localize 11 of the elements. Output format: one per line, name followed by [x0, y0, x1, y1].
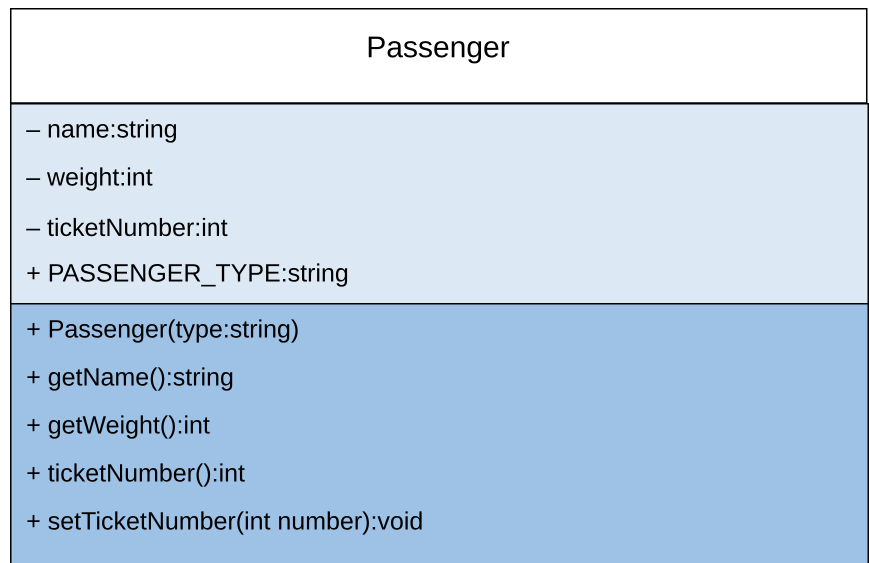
member-text: – ticketNumber:int	[26, 218, 228, 236]
member-text: + Passenger(type:string)	[27, 319, 298, 343]
member-text: + getWeight():int	[27, 415, 210, 439]
member-text: + getName():string	[27, 367, 232, 391]
member-text: + ticketNumber():int	[27, 463, 245, 487]
member-text: + PASSENGER_TYPE:string	[27, 263, 348, 287]
member-text: + setTicketNumber(int number):void	[27, 511, 422, 535]
compartment-box	[10, 303, 869, 563]
member-text: – name:string	[26, 119, 176, 143]
compartment-box	[10, 103, 869, 304]
member-text: – weight:int	[26, 167, 152, 191]
